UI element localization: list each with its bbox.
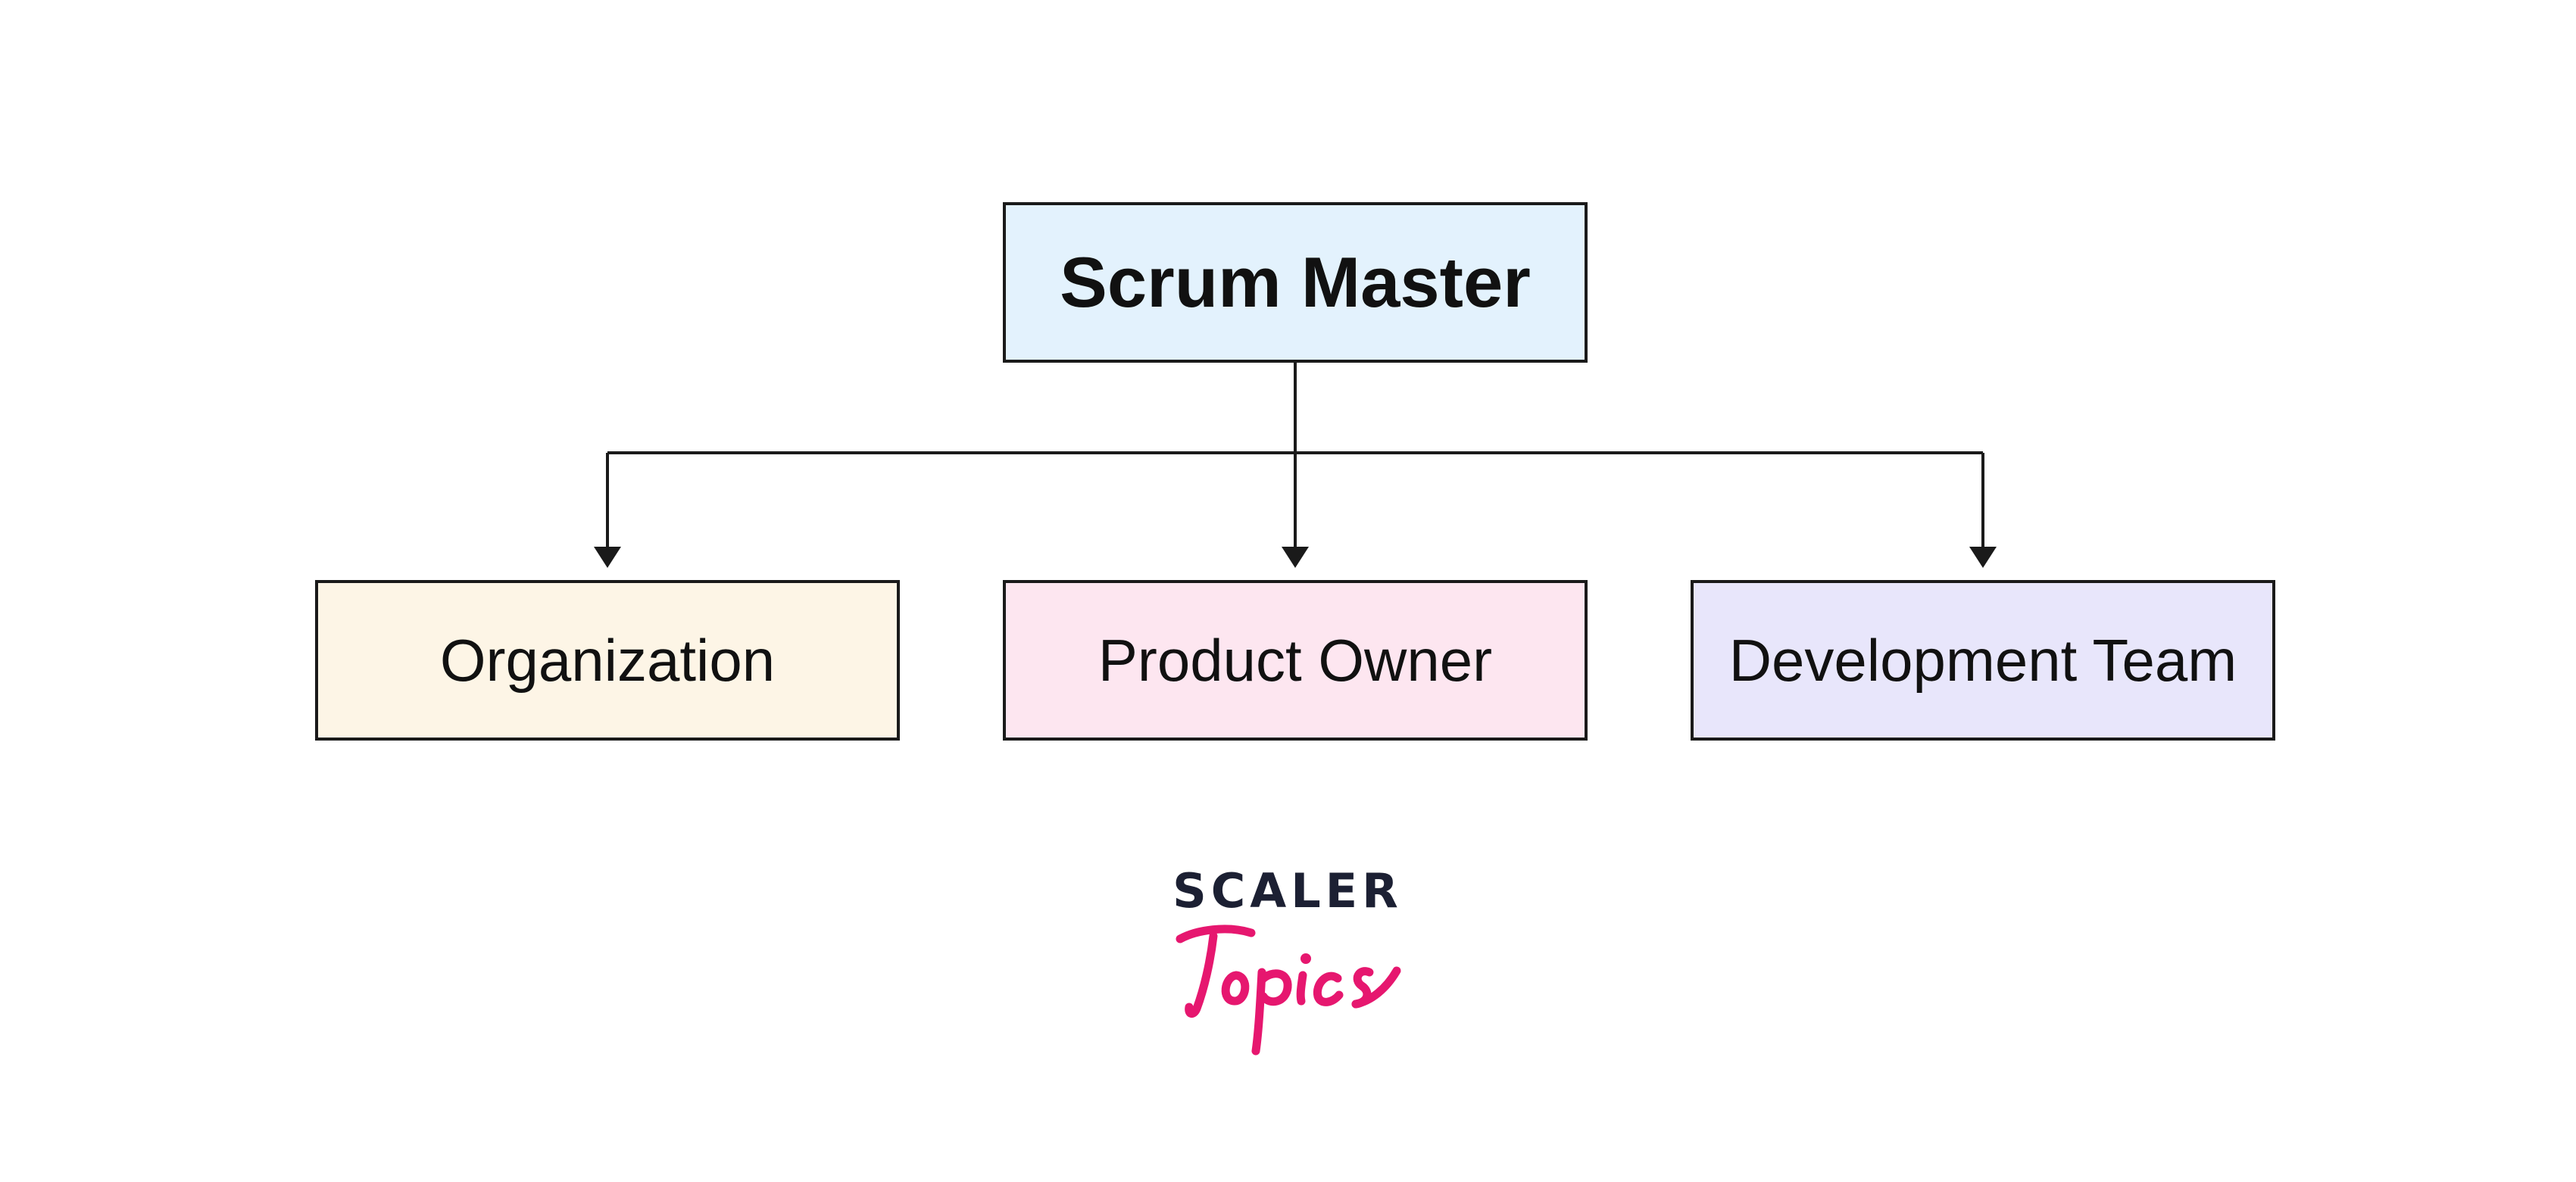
organization-label: Organization [439,626,776,694]
logo-script-topics [1176,925,1401,1056]
scrum-master-node: Scrum Master [1003,202,1588,363]
organization-node: Organization [315,580,900,741]
arrowhead-product-owner [1282,547,1309,568]
product-owner-label: Product Owner [1098,626,1493,694]
development-team-node: Development Team [1691,580,2275,741]
scrum-master-label: Scrum Master [1060,242,1531,322]
logo-brand-text: SCALER [1172,863,1403,918]
development-team-label: Development Team [1728,626,2237,694]
arrowhead-development-team [1969,547,1997,568]
arrowhead-organization [594,547,621,568]
product-owner-node: Product Owner [1003,580,1588,741]
scaler-topics-logo: SCALER [1166,863,1409,1060]
